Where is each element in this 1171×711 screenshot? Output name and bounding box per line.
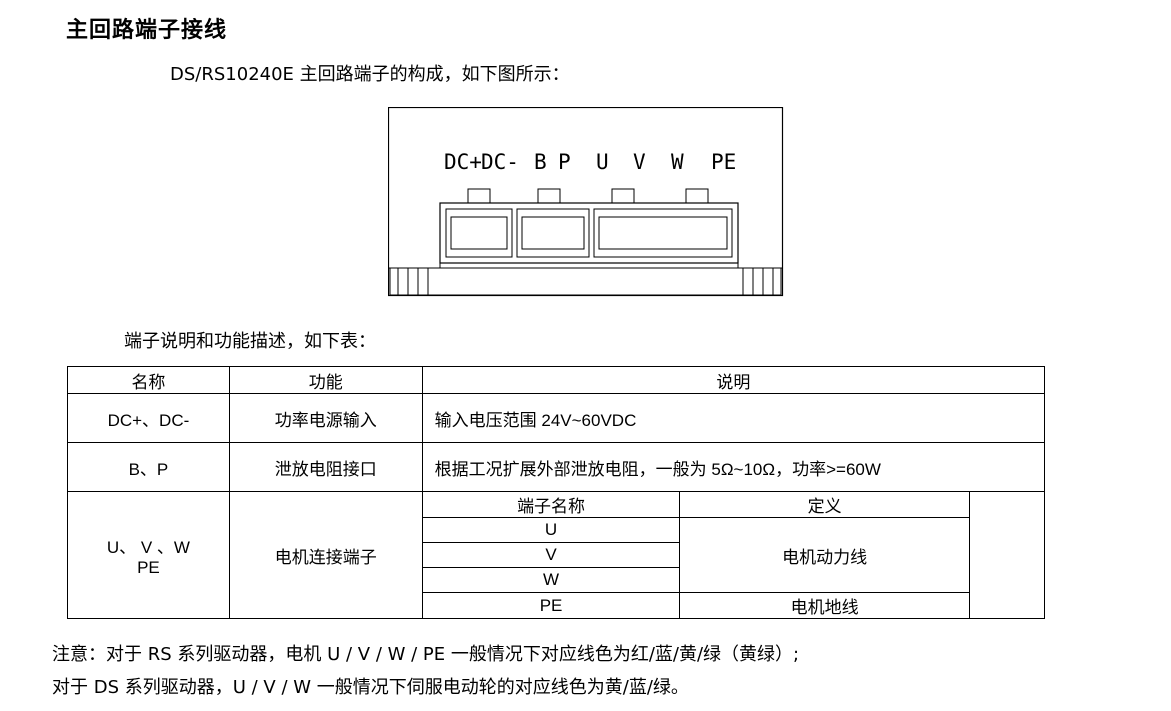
label-p: P [558, 150, 571, 174]
sub-terminal-pe: PE [422, 592, 681, 618]
subheader-terminal: 端子名称 [422, 492, 681, 518]
sub-def-ground: 电机地线 [679, 592, 970, 618]
label-b: B [534, 150, 547, 174]
label-v: V [633, 150, 646, 174]
label-dc-plus: DC+ [444, 150, 482, 174]
header-function: 功能 [228, 366, 423, 394]
label-pe: PE [711, 150, 736, 174]
sub-terminal-u: U [422, 517, 681, 543]
subtable-row: U 电机动力线 [422, 517, 1044, 593]
label-u: U [596, 150, 609, 174]
cell-name: DC+、DC- [67, 393, 230, 443]
cell-function-motor: 电机连接端子 [228, 491, 423, 619]
intro-text: DS/RS10240E 主回路端子的构成，如下图所示： [170, 64, 570, 85]
subtable-row: W [422, 567, 1044, 593]
cell-function: 功率电源输入 [228, 393, 423, 443]
cell-name: B、P [67, 442, 230, 492]
subtable-row: PE 电机地线 [422, 592, 1044, 618]
sub-terminal-w: W [422, 567, 681, 593]
cell-description: 输入电压范围 24V~60VDC [421, 393, 1046, 443]
subheader-definition: 定义 [679, 492, 970, 518]
table-row-motor: U、 V 、W PE 电机连接端子 端子名称 定义 U 电机动力线 [67, 491, 1046, 619]
motor-subtable: 端子名称 定义 U 电机动力线 V W PE 电机地线 [422, 492, 1044, 618]
sub-terminal-v: V [422, 542, 681, 568]
subtable-row: V [422, 542, 1044, 568]
note-rs-series: 注意：对于 RS 系列驱动器，电机 U / V / W / PE 一般情况下对应… [52, 644, 800, 665]
label-w: W [671, 150, 684, 174]
table-intro-text: 端子说明和功能描述，如下表： [124, 331, 376, 352]
subtable-header-row: 端子名称 定义 [422, 492, 1044, 618]
sub-def-power: 电机动力线 [679, 517, 970, 593]
label-dc-minus: DC- [481, 150, 519, 174]
motor-name-line1: U、 V 、W [106, 537, 190, 557]
motor-name-line2: PE [137, 557, 160, 577]
cell-description: 根据工况扩展外部泄放电阻，一般为 5Ω~10Ω，功率>=60W [421, 442, 1046, 492]
table-header-row: 名称 功能 说明 [67, 366, 1046, 394]
cell-name-motor: U、 V 、W PE [67, 491, 230, 619]
section-heading: 主回路端子接线 [66, 18, 228, 43]
header-name: 名称 [67, 366, 230, 394]
cell-description-motor: 端子名称 定义 U 电机动力线 V W PE 电机地线 [421, 491, 1046, 619]
table-row: B、P 泄放电阻接口 根据工况扩展外部泄放电阻，一般为 5Ω~10Ω，功率>=6… [67, 442, 1046, 492]
note-ds-series: 对于 DS 系列驱动器，U / V / W 一般情况下伺服电动轮的对应线色为黄/… [52, 677, 689, 698]
table-row: DC+、DC- 功率电源输入 输入电压范围 24V~60VDC [67, 393, 1046, 443]
header-description: 说明 [421, 366, 1046, 394]
terminal-spec-table: 名称 功能 说明 DC+、DC- 功率电源输入 输入电压范围 24V~60VDC… [67, 366, 1046, 619]
terminal-diagram: DC+ DC- B P U V W PE [388, 107, 784, 297]
subtable-blank [968, 492, 1044, 618]
cell-function: 泄放电阻接口 [228, 442, 423, 492]
